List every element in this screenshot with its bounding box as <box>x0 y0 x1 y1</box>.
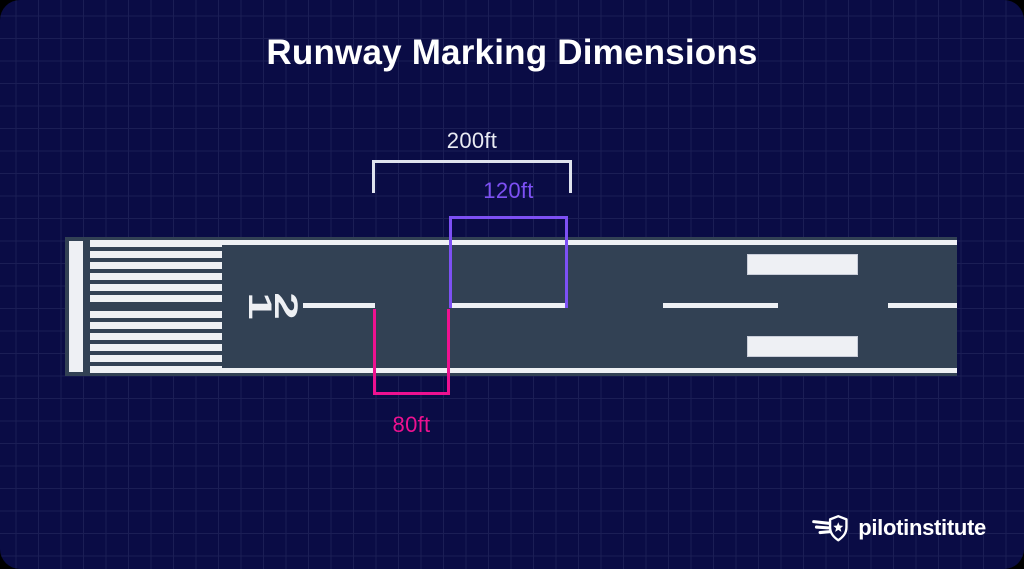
dimension-label-80ft: 80ft <box>392 412 431 437</box>
threshold-stripes <box>90 240 222 373</box>
brand-name: pilotinstitute <box>858 515 986 540</box>
centerline-dash <box>663 303 778 308</box>
threshold-stripe <box>90 284 222 291</box>
centerline-dash <box>888 303 957 308</box>
runway-edge-stripe-bottom <box>222 368 957 373</box>
page-title: Runway Marking Dimensions <box>266 33 758 72</box>
threshold-stripe <box>90 366 222 373</box>
runway-diagram: 1 2 <box>65 237 957 376</box>
threshold-stripe <box>90 355 222 362</box>
threshold-stripe <box>90 322 222 329</box>
dimension-bracket-80ft <box>373 309 450 395</box>
aiming-point-marking-bottom <box>747 336 858 357</box>
threshold-bar <box>69 241 83 372</box>
dimension-bracket-120ft <box>449 216 568 308</box>
threshold-stripe <box>90 311 222 318</box>
threshold-stripe-gap <box>90 306 222 307</box>
winged-star-badge-icon <box>812 515 848 542</box>
runway-edge-stripe-top <box>222 240 957 245</box>
dimension-bracket-200ft <box>372 160 572 193</box>
centerline-dash <box>303 303 375 308</box>
brand-logo: pilotinstitute <box>811 513 986 543</box>
threshold-stripe <box>90 333 222 340</box>
dimension-label-120ft: 120ft <box>483 178 534 203</box>
threshold-stripe <box>90 295 222 302</box>
threshold-stripe <box>90 273 222 280</box>
aiming-point-marking-top <box>747 254 858 275</box>
runway-number-digit: 2 <box>267 292 303 320</box>
threshold-stripe <box>90 344 222 351</box>
threshold-stripe <box>90 240 222 247</box>
threshold-stripe <box>90 251 222 258</box>
dimension-label-200ft: 200ft <box>446 128 498 153</box>
runway-number: 1 2 <box>241 285 303 327</box>
centerline-dash <box>449 303 568 308</box>
threshold-stripe <box>90 262 222 269</box>
